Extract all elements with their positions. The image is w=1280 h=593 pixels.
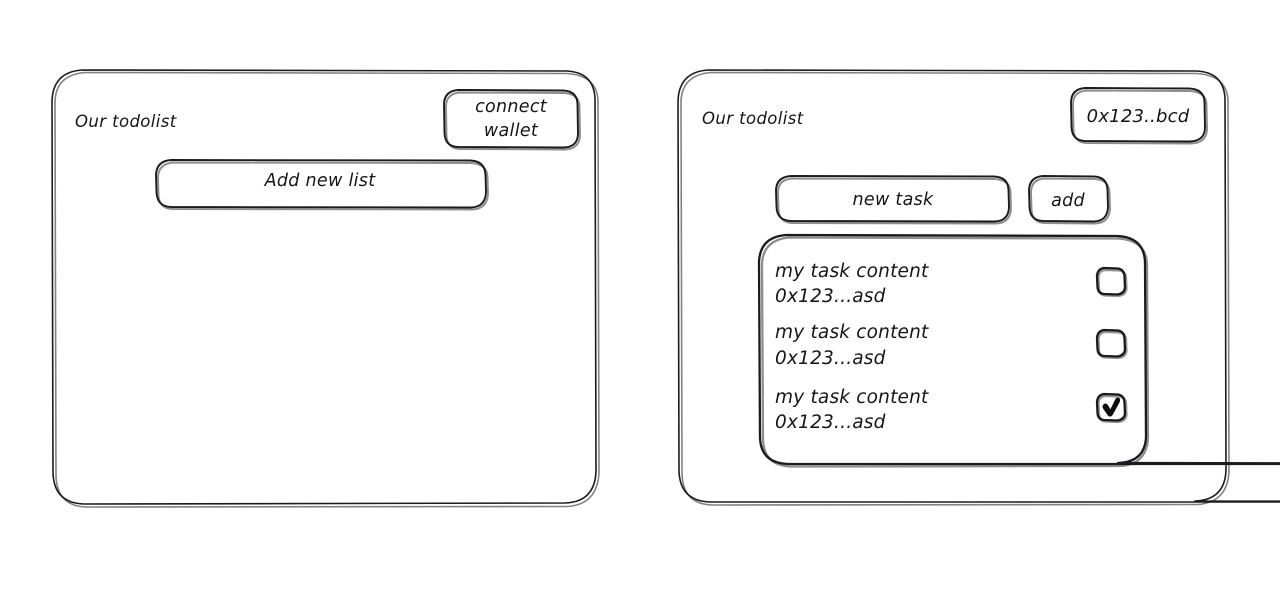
checkbox-checked-icon[interactable] (1095, 392, 1129, 424)
page-title: Our todolist (75, 112, 177, 131)
connect-wallet-hit[interactable] (444, 90, 580, 150)
task-address: 0x123...asd (775, 286, 886, 307)
task-content: my task content (775, 261, 929, 282)
add-new-list-hit[interactable] (156, 160, 488, 210)
task-checkbox-hit[interactable] (1095, 266, 1129, 298)
task-address: 0x123...asd (775, 348, 886, 369)
task-row[interactable]: my task content 0x123...asd (775, 261, 1129, 307)
add-task-label: add (1051, 191, 1085, 211)
task-checkbox-hit[interactable] (1095, 392, 1129, 424)
task-row[interactable]: my task content 0x123...asd (775, 322, 1129, 369)
add-new-list-button[interactable]: Add new list (155, 159, 489, 211)
task-checkbox-hit[interactable] (1095, 328, 1129, 360)
connect-wallet-label-line1: connect (475, 97, 548, 117)
connect-wallet-label-line2: wallet (484, 121, 539, 141)
connect-wallet-button[interactable]: connect wallet (443, 89, 581, 151)
checkbox-empty-icon[interactable] (1095, 328, 1129, 360)
add-task-button[interactable]: add (1028, 175, 1111, 225)
new-task-input-hit[interactable] (776, 176, 1012, 225)
logged-in-screen: Our todolist 0x123..bcd new task add (677, 69, 1280, 506)
task-address: 0x123...asd (775, 412, 886, 433)
new-task-input[interactable]: new task (775, 175, 1012, 225)
task-content: my task content (775, 322, 929, 343)
add-task-hit[interactable] (1029, 176, 1111, 225)
checkbox-empty-icon[interactable] (1095, 266, 1129, 298)
screen-card-outline-connected (677, 69, 1280, 506)
page-title-connected: Our todolist (702, 109, 804, 128)
task-content: my task content (775, 387, 929, 408)
add-new-list-label: Add new list (264, 171, 377, 191)
wallet-address-hit[interactable] (1071, 88, 1207, 144)
task-row[interactable]: my task content 0x123...asd (775, 387, 1129, 433)
task-list-panel (757, 233, 1280, 468)
screen-card-outline (51, 69, 600, 508)
wallet-address-badge[interactable]: 0x123..bcd (1070, 87, 1208, 145)
new-task-input-value: new task (853, 190, 935, 210)
logged-out-screen: Our todolist connect wallet Add new list (51, 69, 600, 508)
checkmark-glyph (1102, 397, 1121, 417)
wallet-address-label: 0x123..bcd (1087, 106, 1190, 127)
